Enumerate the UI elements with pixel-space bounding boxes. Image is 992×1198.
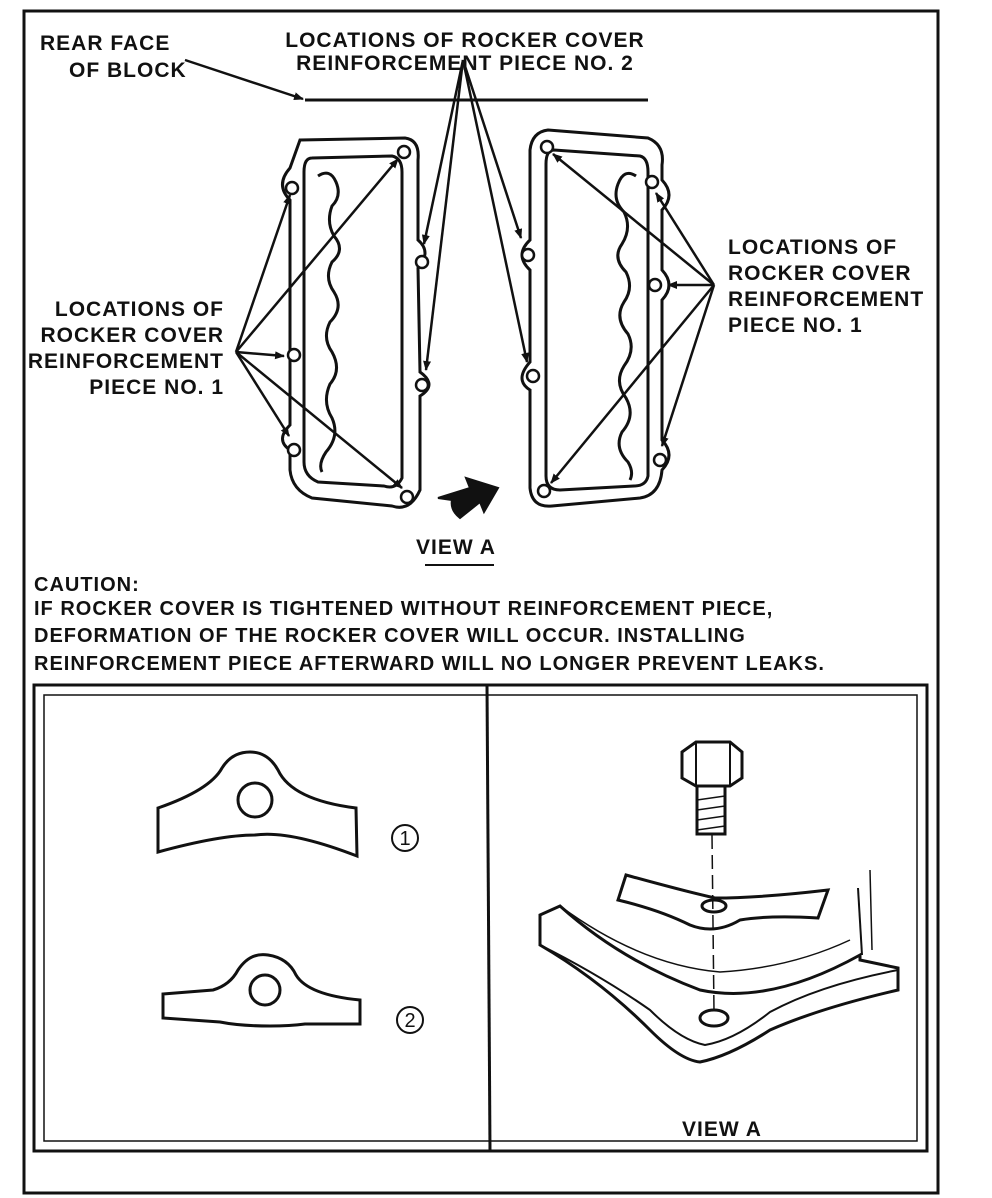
caution-line3: REINFORCEMENT PIECE AFTERWARD WILL NO LO… [34,653,825,675]
bolt-hole [286,442,302,458]
bottom-panels [32,683,929,1153]
bolt-hole [286,347,302,363]
right-gasket-bolt-holes [520,139,668,499]
bolt-hole [539,139,555,155]
bolt-hole [652,452,668,468]
reinforcement-piece-2 [161,953,362,1028]
piece-2-marker-circle [396,1006,424,1034]
piece2-label-line1: LOCATIONS OF ROCKER COVER [285,29,644,52]
bolt-hole [525,368,541,384]
caution-line2: DEFORMATION OF THE ROCKER COVER WILL OCC… [34,625,746,647]
bolt-hole [399,489,415,505]
rear-face-label-line1: REAR FACE [40,32,170,55]
installation-view [538,740,900,1064]
rear-face-label-line2: OF BLOCK [69,59,187,82]
piece-2-marker: 2 [404,1010,415,1032]
leader-arrows [184,58,716,489]
left-gasket-bolt-holes [284,144,430,505]
caution-title: CAUTION: [34,574,140,596]
right-piece1-label-line4: PIECE NO. 1 [728,314,863,337]
piece-1-marker-circle [391,824,419,852]
view-a-label-bottom: VIEW A [682,1118,762,1141]
left-gasket [281,136,431,509]
right-piece1-label-line2: ROCKER COVER [728,262,912,285]
bolt-hole [536,483,552,499]
bolt-hole [647,277,663,293]
left-piece1-label-line1: LOCATIONS OF [55,298,224,321]
outer-frame [22,9,940,1195]
bolt-hole [396,144,412,160]
left-piece1-label-line2: ROCKER COVER [40,324,224,347]
left-piece1-label-line3: REINFORCEMENT [28,350,224,373]
bolt-head [680,740,744,788]
bolt-hole [644,174,660,190]
right-piece1-label-line3: REINFORCEMENT [728,288,924,311]
view-a-label-top: VIEW A [416,536,496,559]
bolt-hole [414,254,430,270]
bolt-hole [414,377,430,393]
piece2-label-line2: REINFORCEMENT PIECE NO. 2 [296,52,634,75]
view-a-arrow-icon [437,476,500,520]
left-piece1-label-line4: PIECE NO. 1 [89,376,224,399]
caution-line1: IF ROCKER COVER IS TIGHTENED WITHOUT REI… [34,598,773,620]
piece-1-marker: 1 [399,828,410,850]
reinforcement-piece-1 [156,750,359,859]
bolt-hole [284,180,300,196]
bolt-hole [520,247,536,263]
right-piece1-label-line1: LOCATIONS OF [728,236,897,259]
